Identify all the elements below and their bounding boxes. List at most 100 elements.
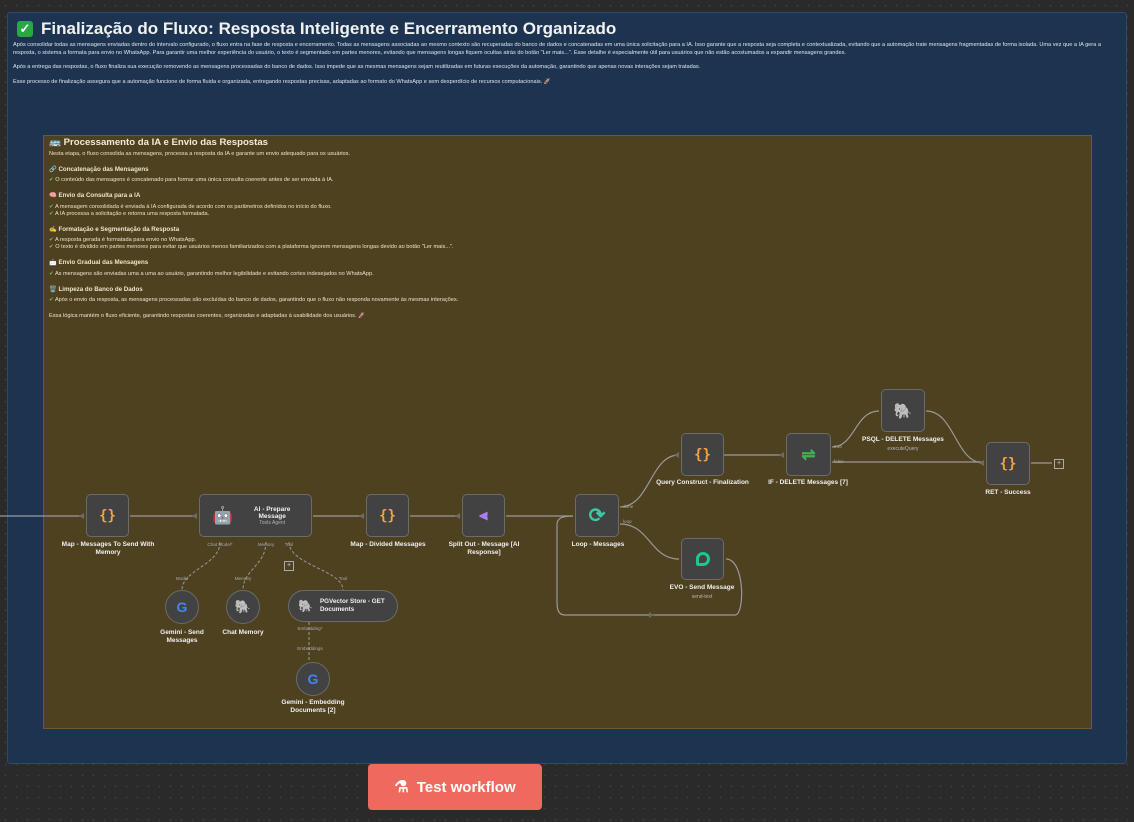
check-icon: ✔ — [49, 210, 54, 217]
wire-arrow — [455, 513, 460, 519]
test-workflow-label: Test workflow — [416, 778, 516, 796]
node-label: IF - DELETE Messages [7] — [768, 479, 848, 486]
port-label: Embedding* — [297, 626, 323, 631]
google-icon: G — [307, 671, 319, 687]
section-formatting: ✍️ Formatação e Segmentação da Resposta … — [49, 225, 749, 251]
port-label: Tool — [338, 576, 348, 581]
node-map-messages-to-send[interactable]: {} — [86, 494, 129, 537]
node-evo-send-message[interactable] — [681, 538, 724, 580]
section-concatenation: 🔗 Concatenação das Mensagens ✔ O conteúd… — [49, 165, 749, 185]
add-tool-button[interactable]: + — [284, 561, 294, 571]
wire-arrow — [779, 452, 784, 458]
section-heading: Concatenação das Mensagens — [58, 165, 149, 173]
add-node-button[interactable]: + — [1054, 459, 1064, 469]
inner-title: 🚌 Processamento da IA e Envio das Respos… — [49, 137, 749, 148]
check-icon: ✔ — [49, 203, 54, 210]
section-item: Após o envio da resposta, as mensagens p… — [54, 297, 459, 304]
node-query-construct[interactable]: {} — [681, 433, 724, 476]
wire — [242, 541, 267, 591]
node-label: PGVector Store - GET Documents — [319, 598, 385, 613]
wire-arrow — [192, 513, 197, 519]
chat-icon — [695, 552, 710, 566]
node-subtitle: Tools Agent — [259, 519, 286, 526]
description-paragraph: Após consolidar todas as mensagens envia… — [13, 42, 1101, 56]
wire — [288, 541, 344, 591]
node-map-divided-messages[interactable]: {} — [366, 494, 409, 537]
wire-arrow — [79, 513, 84, 519]
node-label: PSQL - DELETE Messages — [862, 436, 944, 443]
signpost-icon: ⇌ — [801, 444, 816, 464]
test-workflow-button[interactable]: ⚗ Test workflow — [368, 764, 542, 810]
port-label: done — [623, 504, 634, 509]
port-label: Memory — [257, 542, 275, 547]
code-braces-icon: {} — [694, 446, 711, 463]
wire-arrow — [979, 460, 984, 466]
node-subtitle: send-text — [691, 594, 713, 600]
flask-icon: ⚗ — [394, 779, 409, 796]
section-heading: Envio Gradual das Mensagens — [58, 258, 149, 266]
section-ai-query: 🧠 Envio da Consulta para a IA ✔ A mensag… — [49, 192, 749, 217]
port-label: Embeddings — [297, 646, 323, 651]
node-label: Gemini - Embedding Documents [2] — [281, 699, 345, 714]
node-psql-delete-messages[interactable]: 🐘 — [881, 389, 925, 432]
postgres-icon: 🐘 — [234, 599, 252, 614]
trash-icon: 🗑️ — [49, 285, 57, 293]
section-item: As mensagens são enviadas uma a uma ao u… — [54, 270, 374, 277]
sticky-note-ai-processing[interactable]: 🚌 Processamento da IA e Envio das Respos… — [43, 135, 1092, 729]
inner-title-text: Processamento da IA e Envio das Resposta… — [63, 137, 269, 148]
brain-icon: 🧠 — [49, 192, 57, 200]
section-heading: Limpeza do Banco de Dados — [58, 285, 143, 293]
inner-outro: Essa lógica mantém o fluxo eficiente, ga… — [49, 313, 366, 320]
section-heading: Envio da Consulta para a IA — [58, 192, 141, 200]
check-icon: ✔ — [49, 297, 54, 304]
node-label: Query Construct - Finalization — [656, 479, 749, 486]
inner-intro: Nesta etapa, o fluxo consolida as mensag… — [49, 150, 351, 157]
node-gemini-send-messages[interactable]: G — [165, 590, 199, 624]
writing-hand-icon: ✍️ — [49, 225, 57, 233]
port-label: loop — [623, 519, 632, 524]
bus-icon: 🚌 — [49, 137, 61, 148]
node-if-delete-messages[interactable]: ⇌ — [786, 433, 831, 476]
node-split-out-message[interactable]: ⫷ — [462, 494, 505, 537]
node-label: Split Out - Message [AI Response] — [448, 541, 520, 556]
wire-arrow — [359, 513, 364, 519]
port-label: Chat Model* — [207, 542, 233, 547]
postgres-icon: 🐘 — [298, 599, 313, 613]
section-db-cleanup: 🗑️ Limpeza do Banco de Dados ✔ Após o en… — [49, 285, 749, 305]
check-icon: ✔ — [49, 270, 54, 277]
link-icon: 🔗 — [49, 165, 57, 173]
node-gemini-embedding[interactable]: G — [296, 662, 330, 696]
inner-sticky-text: 🚌 Processamento da IA e Envio das Respos… — [49, 137, 749, 320]
node-pgvector-store[interactable]: 🐘 PGVector Store - GET Documents — [288, 590, 398, 622]
node-ai-prepare-message[interactable]: 🤖 AI - Prepare Message Tools Agent — [199, 494, 312, 537]
node-ret-success[interactable]: {} — [986, 442, 1030, 485]
code-braces-icon: {} — [379, 507, 396, 524]
code-braces-icon: {} — [99, 507, 116, 524]
port-label: Model — [175, 576, 189, 581]
port-label: false — [834, 459, 844, 464]
description-paragraph: Esse processo de finalização assegura qu… — [13, 78, 551, 85]
sticky-description: Após consolidar todas as mensagens envia… — [13, 42, 1113, 93]
node-label: AI - Prepare Message — [253, 505, 291, 520]
robot-icon: 🤖 — [212, 505, 234, 525]
check-icon: ✓ — [17, 21, 33, 37]
postgres-icon: 🐘 — [893, 402, 913, 420]
google-icon: G — [176, 599, 188, 615]
section-heading: Formatação e Segmentação da Resposta — [58, 225, 180, 233]
section-item: A resposta gerada é formatada para envio… — [54, 237, 197, 244]
node-label: EVO - Send Message — [669, 584, 735, 591]
sticky-title-text: Finalização do Fluxo: Resposta Inteligen… — [41, 19, 617, 38]
sticky-note-finalization[interactable]: ✓ Finalização do Fluxo: Resposta Intelig… — [7, 12, 1127, 764]
node-label: RET - Success — [985, 489, 1031, 496]
port-label: Memory — [234, 576, 252, 581]
node-chat-memory[interactable]: 🐘 — [226, 590, 260, 624]
wire-arrow — [674, 452, 679, 458]
node-label: Map - Messages To Send With Memory — [61, 541, 155, 556]
node-loop-messages[interactable]: ⟳ — [575, 494, 619, 537]
wire — [831, 410, 880, 448]
port-label: Tool — [284, 542, 294, 547]
node-label: Loop - Messages — [571, 541, 625, 548]
section-item: O conteúdo das mensagens é concatenado p… — [55, 177, 334, 184]
check-icon: ✔ — [49, 177, 54, 184]
